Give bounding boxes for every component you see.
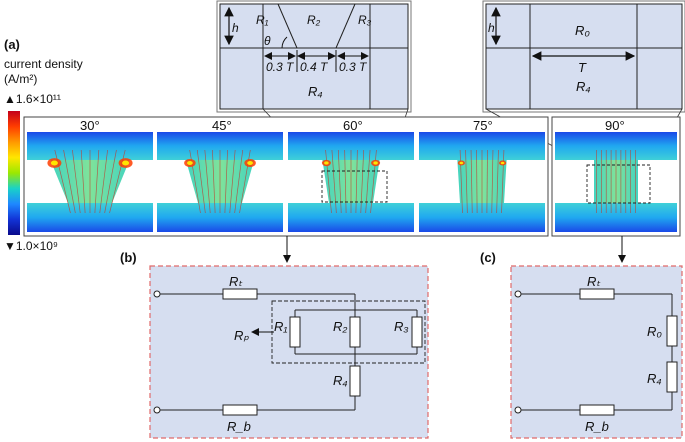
current-streamline	[224, 149, 228, 214]
hotspot-right-core	[122, 160, 130, 166]
inset-right-h: h	[488, 21, 495, 35]
hotspot-right-core	[373, 161, 378, 165]
current-streamline	[234, 149, 244, 214]
current-streamline	[72, 149, 81, 214]
colorbar-title-line2: (A/m²)	[4, 72, 37, 86]
angle-label-60: 60°	[343, 118, 363, 133]
inset-left: h θ R₁ R₂ R₃ 0.3 T 0.4 T 0.3 T R₄	[216, 0, 412, 113]
circuit-c-rt: Rₜ	[587, 274, 601, 289]
circuit-b-rt: Rₜ	[229, 274, 243, 289]
current-streamline	[486, 149, 488, 214]
current-streamline	[94, 149, 100, 214]
resistor-r0-c	[666, 315, 678, 347]
simulation-panel-1	[27, 132, 153, 232]
current-streamline	[229, 149, 236, 214]
circuit-c-rb: R_b	[585, 419, 609, 434]
angle-label-30: 30°	[80, 118, 100, 133]
circuit-b-rb: R_b	[227, 419, 251, 434]
resistor-r1	[289, 316, 301, 348]
angle-label-45: 45°	[212, 118, 232, 133]
resistor-rb-c	[579, 404, 615, 416]
current-streamline	[80, 149, 86, 214]
resistor-r4-c	[666, 361, 678, 393]
inset-left-h: h	[232, 21, 239, 35]
circuit-b-rp: Rₚ	[234, 328, 249, 343]
simulation-panel-2	[157, 132, 283, 232]
current-streamline	[204, 149, 211, 214]
circuit-b-r2: R₂	[333, 319, 347, 334]
colorbar	[8, 111, 20, 235]
inset-left-r2: R₂	[307, 13, 321, 27]
inset-left-r3: R₃	[358, 13, 372, 27]
simulation-panels	[27, 132, 677, 232]
circuit-b: Rₜ R_b Rₚ R₁ R₂ R₃ R₄	[149, 265, 429, 439]
inset-right-r0: R₀	[575, 23, 590, 38]
inset-left-theta: θ	[264, 34, 271, 48]
circuit-b-r4: R₄	[333, 373, 348, 388]
hotspot-right-core	[500, 161, 505, 165]
circuit-c-r0: R₀	[647, 324, 662, 339]
resistor-rt-b	[222, 288, 258, 300]
inset-left-w1: 0.3 T	[266, 60, 295, 74]
circuit-c: Rₜ R_b R₀ R₄	[510, 265, 683, 439]
inset-left-r4: R₄	[308, 84, 323, 99]
current-streamline	[470, 149, 473, 214]
circuit-c-r4: R₄	[647, 371, 662, 386]
colorbar-min-label: ▼1.0×10⁹	[4, 239, 58, 253]
inset-right-t: T	[578, 60, 587, 75]
theta-arc	[281, 36, 288, 49]
current-streamline	[501, 149, 505, 214]
current-streamline	[344, 149, 347, 214]
current-streamline	[360, 149, 365, 214]
resistor-rb-b	[222, 404, 258, 416]
circuit-b-r1: R₁	[274, 319, 288, 334]
simulation-panel-4	[419, 132, 545, 232]
current-streamline	[465, 149, 468, 214]
simulation-panel-5	[555, 132, 677, 232]
inset-right: h R₀ T R₄	[482, 0, 685, 113]
colorbar-max-label: ▲1.6×10¹¹	[4, 92, 61, 106]
resistor-r2	[349, 316, 361, 348]
resistor-r3	[411, 316, 423, 348]
current-streamline	[491, 149, 494, 214]
panel-label-c: (c)	[480, 250, 496, 265]
hotspot-left-core	[187, 160, 193, 166]
inset-left-w3: 0.3 T	[339, 60, 368, 74]
current-streamline	[337, 149, 342, 214]
angle-label-75: 75°	[473, 118, 493, 133]
current-streamline	[331, 149, 337, 214]
current-streamline	[496, 149, 499, 214]
current-streamline	[99, 149, 108, 214]
resistor-r4-b	[349, 365, 361, 397]
hotspot-left-core	[50, 160, 58, 166]
current-streamline	[104, 149, 117, 214]
inset-right-r4: R₄	[576, 79, 591, 94]
hotspot-left-core	[459, 161, 464, 165]
angle-label-90: 90°	[605, 118, 625, 133]
resistor-rt-c	[579, 288, 615, 300]
current-streamline	[365, 149, 371, 214]
hotspot-right-core	[247, 160, 253, 166]
inset-left-r1: R₁	[256, 13, 269, 27]
current-streamline	[355, 149, 358, 214]
current-streamline	[459, 149, 463, 214]
current-streamline	[196, 149, 206, 214]
current-streamline	[212, 149, 216, 214]
zoom-box-60	[321, 170, 388, 203]
circuit-b-r3: R₃	[394, 319, 409, 334]
simulation-panel-3	[288, 132, 414, 232]
current-streamline	[63, 149, 76, 214]
colorbar-title-line1: current density	[4, 57, 83, 71]
hotspot-left-core	[324, 161, 329, 165]
panel-label-a: (a)	[4, 37, 20, 52]
zoom-box-90	[586, 164, 651, 204]
panel-label-b: (b)	[120, 250, 137, 265]
inset-left-w2: 0.4 T	[300, 60, 329, 74]
current-streamline	[476, 149, 478, 214]
